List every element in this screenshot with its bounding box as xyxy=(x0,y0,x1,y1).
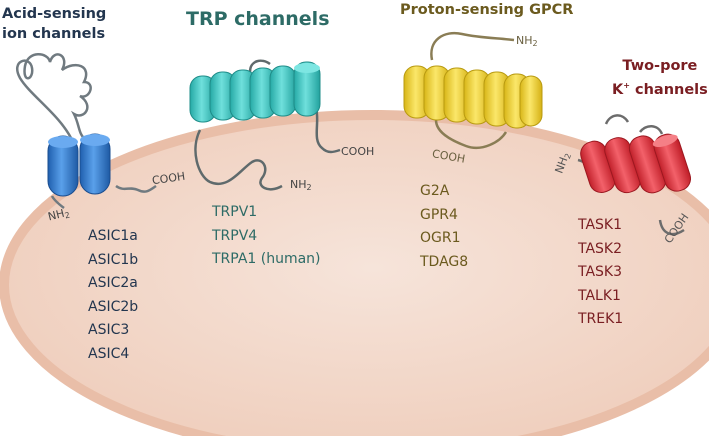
list-item: G2A xyxy=(420,183,450,199)
list-item: ASIC4 xyxy=(88,345,130,362)
k2p-member-list: TASK1 TASK2 TASK3 TALK1 TREK1 xyxy=(578,214,623,332)
trp-channel-icon xyxy=(189,59,341,191)
trp-title: TRP channels xyxy=(186,8,330,30)
k2p-title-line2: K+ channels xyxy=(612,81,708,98)
list-item: TALK1 xyxy=(578,287,621,304)
list-item: OGR1 xyxy=(420,230,461,246)
k2p-title-line1: Two-pore xyxy=(622,58,698,74)
list-item: TASK2 xyxy=(578,240,623,257)
list-item: ASIC3 xyxy=(88,322,130,338)
list-item: ASIC2b xyxy=(88,298,139,315)
list-item: TREK1 xyxy=(578,311,624,327)
k2p-channel-icon xyxy=(577,114,692,236)
trp-nh2-label: NH2 xyxy=(290,178,312,192)
list-item: ASIC1b xyxy=(88,251,139,268)
cell-membrane xyxy=(0,110,709,436)
list-item: TASK3 xyxy=(578,264,623,280)
asic-member-list: ASIC1a ASIC1b ASIC2a ASIC2b ASIC3 ASIC4 xyxy=(88,225,138,366)
k2p-title: Two-pore K+ channels xyxy=(612,56,708,100)
asic-title-line2: ion channels xyxy=(2,26,106,42)
gpcr-member-list: G2A GPR4 OGR1 TDAG8 xyxy=(420,180,468,274)
list-item: ASIC2a xyxy=(88,275,138,291)
list-item: GPR4 xyxy=(420,206,458,223)
gpcr-icon xyxy=(403,31,543,149)
list-item: TDAG8 xyxy=(420,253,469,270)
asic-title: Acid-sensing ion channels xyxy=(2,4,106,44)
list-item: TRPV1 xyxy=(212,204,258,220)
list-item: TASK1 xyxy=(578,217,623,233)
gpcr-nh2-label: NH2 xyxy=(516,34,538,48)
list-item: ASIC1a xyxy=(88,228,138,244)
list-item: TRPA1 (human) xyxy=(212,251,321,267)
asic-channel-icon xyxy=(16,53,157,209)
trp-cooh-label: COOH xyxy=(341,145,375,158)
list-item: TRPV4 xyxy=(212,227,258,244)
asic-title-line1: Acid-sensing xyxy=(2,6,107,22)
trp-member-list: TRPV1 TRPV4 TRPA1 (human) xyxy=(212,201,321,272)
gpcr-title: Proton-sensing GPCR xyxy=(400,2,574,18)
